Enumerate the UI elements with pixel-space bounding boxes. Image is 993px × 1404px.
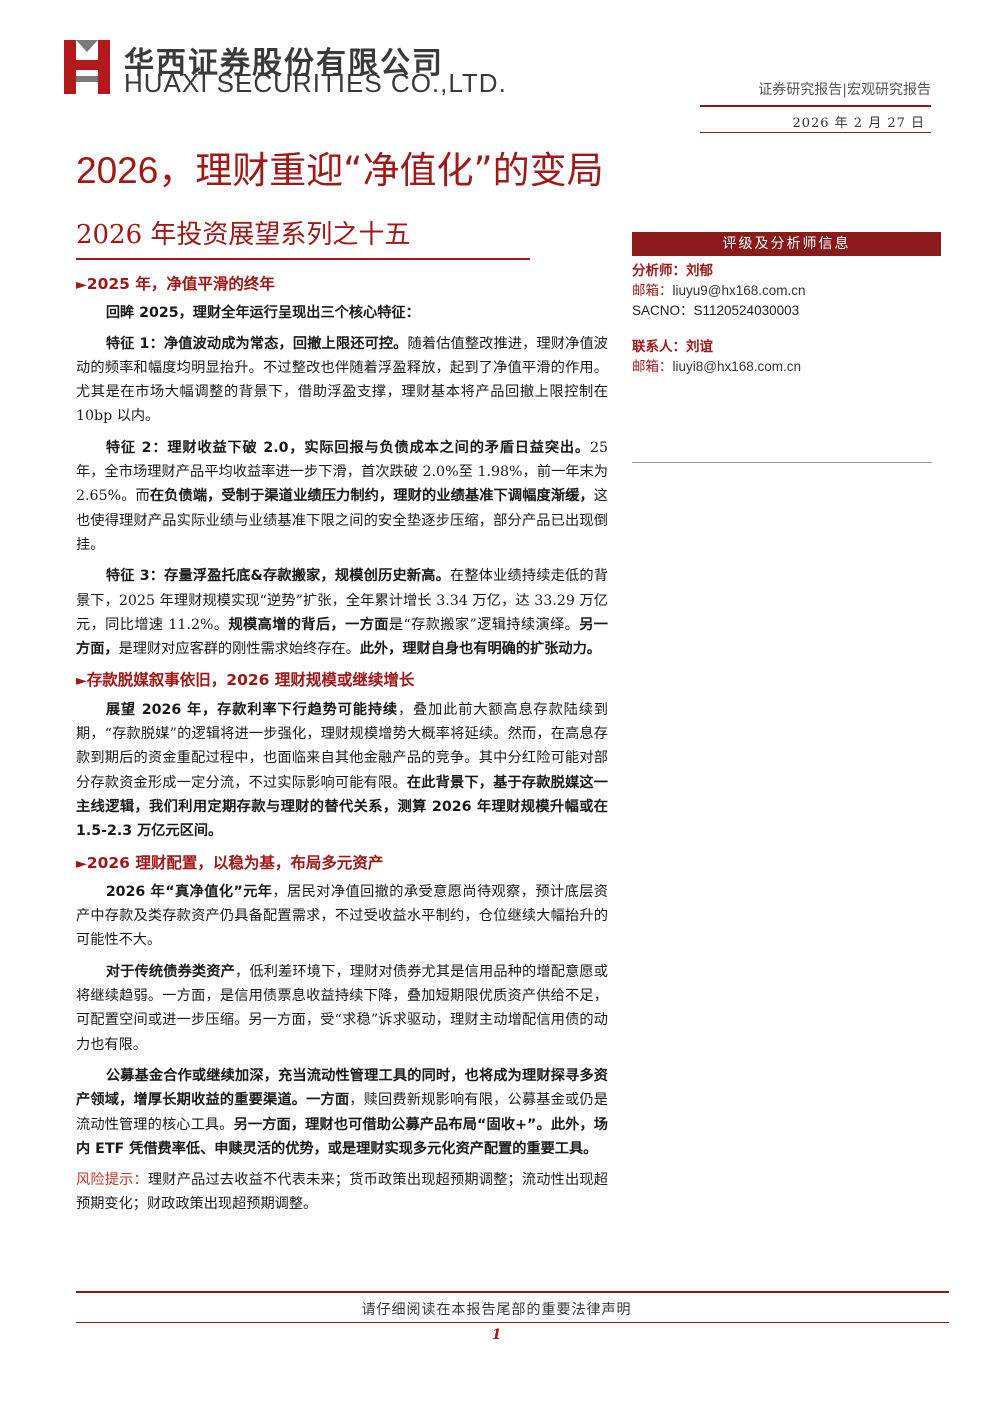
paragraph: 特征 1：净值波动成为常态，回撤上限还可控。随着估值整改推进，理财净值波动的频率… [76, 335, 608, 425]
triangle-right-icon: ► [76, 855, 87, 872]
company-name-cn: 华西证券股份有限公司 [124, 46, 444, 81]
page-subtitle: 2026 年投资展望系列之十五 [76, 220, 411, 250]
analyst-name: 分析师：刘郁 [632, 263, 713, 279]
analyst-sac-number: SACNO：S1120524030003 [632, 303, 800, 318]
paragraph: 特征 2：理财收益下破 2.0，实际回报与负债成本之间的矛盾日益突出。25 年，… [76, 439, 608, 553]
section-heading: ►存款脱媒叙事依旧，2026 理财规模或继续增长 [76, 671, 415, 690]
triangle-right-icon: ► [76, 673, 87, 690]
footer-divider [76, 1291, 949, 1293]
paragraph: 特征 3：存量浮盈托底&存款搬家，规模创历史新高。在整体业绩持续走低的背景下，2… [76, 568, 608, 658]
contact-email: 邮箱：liuyi8@hx168.com.cn [632, 359, 802, 375]
page-number: 1 [491, 1327, 502, 1343]
header-divider-thin [700, 132, 931, 133]
risk-warning: 风险提示：理财产品过去收益不代表未来；货币政策出现超预期调整；流动性出现超预期变… [76, 1172, 608, 1213]
analyst-email: 邮箱：liuyu9@hx168.com.cn [632, 283, 806, 299]
subtitle-underline [76, 258, 530, 260]
paragraph: 对于传统债券类资产，低利差环境下，理财对债券尤其是信用品种的增配意愿或将继续趋弱… [76, 963, 608, 1053]
page-title: 2026，理财重迎“净值化”的变局 [76, 149, 604, 192]
triangle-right-icon: ► [76, 277, 87, 293]
report-body: ►2025 年，净值平滑的终年 回眸 2025，理财全年运行呈现出三个核心特征：… [76, 272, 608, 1217]
paragraph: 展望 2026 年，存款利率下行趋势可能持续，叠加此前大额高息存款陆续到期，“存… [76, 701, 608, 840]
paragraph: 公募基金合作或继续加深，充当流动性管理工具的同时，也将成为理财探寻多资产领域，增… [76, 1067, 608, 1157]
report-type: 证券研究报告|宏观研究报告 [758, 82, 931, 98]
section-heading: ►2026 理财配置，以稳为基，布局多元资产 [76, 853, 384, 872]
report-date: 2026 年 2 月 27 日 [792, 116, 925, 131]
sidebar-divider [632, 462, 932, 463]
analyst-email-link[interactable]: liuyu9@hx168.com.cn [672, 283, 806, 298]
analyst-panel: 分析师：刘郁 邮箱：liuyu9@hx168.com.cn SACNO：S112… [632, 262, 941, 377]
analyst-panel-heading: 评级及分析师信息 [632, 232, 941, 256]
section-heading: ►2025 年，净值平滑的终年 [76, 275, 275, 293]
contact-email-link[interactable]: liuyi8@hx168.com.cn [672, 359, 802, 374]
footer-divider-thin [76, 1322, 949, 1323]
company-name-en: HUAXI SECURITIES CO.,LTD. [124, 68, 507, 98]
section-lead: 回眸 2025，理财全年运行呈现出三个核心特征： [105, 305, 420, 322]
header-divider [700, 105, 931, 107]
paragraph: 2026 年“真净值化”元年，居民对净值回撤的承受意愿尚待观察，预计底层资产中存… [76, 883, 608, 949]
contact-name: 联系人：刘谊 [632, 339, 713, 355]
huaxi-logo-icon [62, 36, 112, 96]
legal-notice: 请仔细阅读在本报告尾部的重要法律声明 [361, 1302, 632, 1318]
